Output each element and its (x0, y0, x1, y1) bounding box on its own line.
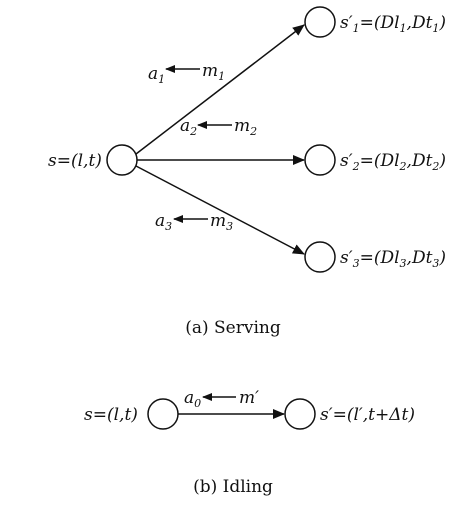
serving-root-state-node (106, 144, 138, 176)
action-label-2: a2 (180, 116, 197, 138)
idling-caption: (b) Idling (193, 477, 273, 497)
serving-branch-2-annotation: a2 m2 (180, 116, 257, 138)
idling-next-state-label: s′=(l′,t+Δt) (320, 405, 415, 425)
next-state-label-1: s′1=(Dl1,Dt1) (340, 13, 446, 35)
action-label-3: a3 (155, 211, 172, 233)
serving-branch-3-annotation: a3 m3 (155, 211, 233, 233)
idling-annotation: a0 m′ (184, 388, 259, 410)
serving-edge-3 (135, 165, 305, 255)
serving-diagram: s=(l,t) a1 m1 s′1=(Dl1,Dt1) a2 (48, 6, 446, 338)
decision-label-1: m1 (202, 61, 225, 83)
idling-root-state-label: s=(l,t) (84, 405, 138, 425)
idling-decision-label: m′ (239, 388, 259, 408)
decision-label-2: m2 (234, 116, 257, 138)
serving-next-state-node-1 (304, 6, 336, 38)
next-state-label-3: s′3=(Dl3,Dt3) (340, 248, 446, 270)
serving-edge-1 (135, 24, 305, 155)
idling-diagram: s=(l,t) a0 m′ s′=(l′,t+Δt) (b) Idling (84, 388, 415, 497)
idling-action-label: a0 (184, 388, 201, 410)
action-label-1: a1 (148, 64, 165, 86)
serving-next-state-node-3 (304, 241, 336, 273)
serving-root-state-label: s=(l,t) (48, 151, 102, 171)
decision-label-3: m3 (210, 211, 233, 233)
serving-next-state-node-2 (304, 144, 336, 176)
serving-branch-1-annotation: a1 m1 (148, 61, 225, 86)
idling-next-state-node (284, 398, 316, 430)
idling-root-state-node (147, 398, 179, 430)
serving-caption: (a) Serving (185, 318, 281, 338)
next-state-label-2: s′2=(Dl2,Dt2) (340, 151, 446, 173)
